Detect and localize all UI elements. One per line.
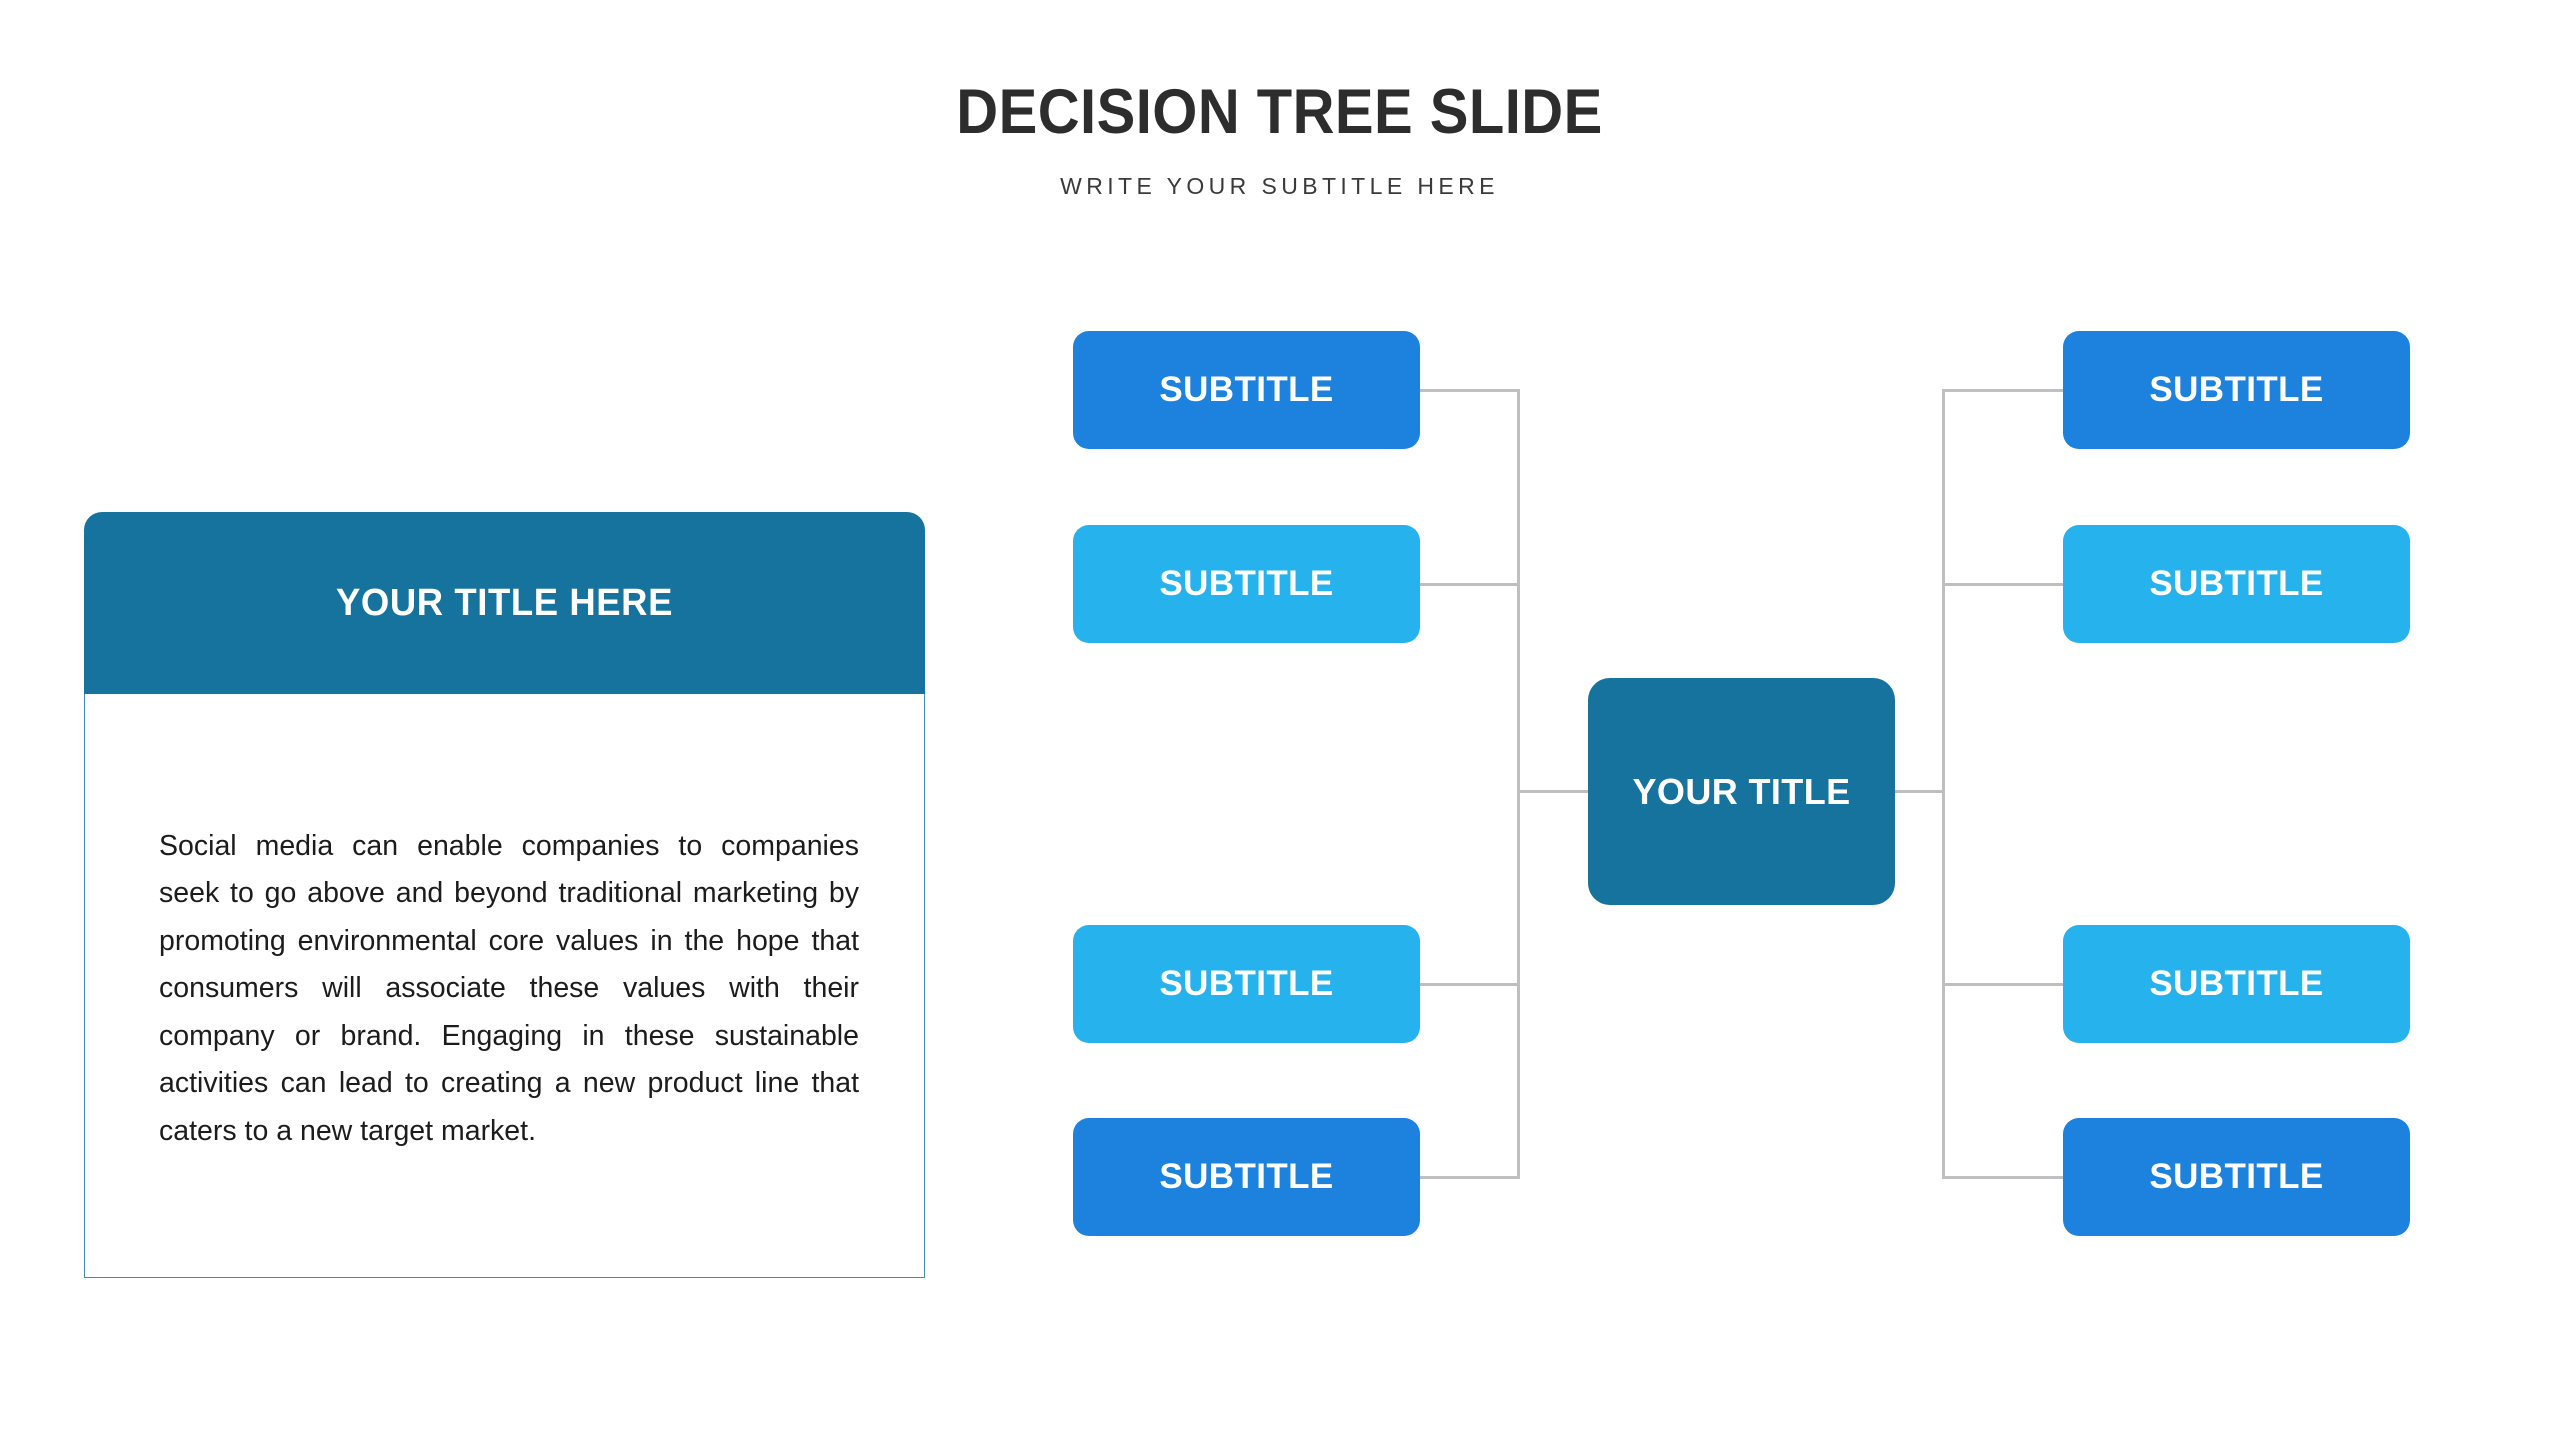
tree-node-right-3[interactable]: SUBTITLE bbox=[2063, 925, 2410, 1043]
tree-node-left-1-label: SUBTITLE bbox=[1159, 370, 1334, 409]
connector-left-row-3 bbox=[1420, 983, 1520, 986]
page-subtitle: WRITE YOUR SUBTITLE HERE bbox=[1060, 173, 1499, 199]
connector-left-row-4 bbox=[1420, 1176, 1520, 1179]
tree-node-right-1-label: SUBTITLE bbox=[2149, 370, 2324, 409]
connector-right-row-2 bbox=[1942, 583, 2063, 586]
info-card-header: YOUR TITLE HERE bbox=[84, 512, 925, 694]
connector-right-row-1 bbox=[1942, 389, 2063, 392]
tree-node-center-label: YOUR TITLE bbox=[1632, 770, 1851, 812]
tree-node-left-2-label: SUBTITLE bbox=[1159, 564, 1334, 603]
tree-node-right-4-label: SUBTITLE bbox=[2149, 1157, 2324, 1196]
tree-node-left-4-label: SUBTITLE bbox=[1159, 1157, 1334, 1196]
tree-node-left-2[interactable]: SUBTITLE bbox=[1073, 525, 1420, 643]
info-card: YOUR TITLE HERE Social media can enable … bbox=[84, 512, 925, 1278]
connector-left-row-2 bbox=[1420, 583, 1520, 586]
connector-left-row-1 bbox=[1420, 389, 1520, 392]
tree-node-left-3[interactable]: SUBTITLE bbox=[1073, 925, 1420, 1043]
tree-node-left-4[interactable]: SUBTITLE bbox=[1073, 1118, 1420, 1236]
connector-spine-left bbox=[1517, 390, 1520, 1178]
connector-spine-right bbox=[1942, 390, 1945, 1178]
tree-node-left-1[interactable]: SUBTITLE bbox=[1073, 331, 1420, 449]
connector-right-row-4 bbox=[1942, 1176, 2063, 1179]
tree-node-right-3-label: SUBTITLE bbox=[2149, 964, 2324, 1003]
tree-node-right-1[interactable]: SUBTITLE bbox=[2063, 331, 2410, 449]
connector-center-to-right bbox=[1895, 790, 1945, 793]
tree-node-right-2-label: SUBTITLE bbox=[2149, 564, 2324, 603]
tree-node-center[interactable]: YOUR TITLE bbox=[1588, 678, 1895, 905]
info-card-paragraph: Social media can enable companies to com… bbox=[159, 829, 859, 1147]
tree-node-right-4[interactable]: SUBTITLE bbox=[2063, 1118, 2410, 1236]
connector-right-row-3 bbox=[1942, 983, 2063, 986]
tree-node-right-2[interactable]: SUBTITLE bbox=[2063, 525, 2410, 643]
info-card-title: YOUR TITLE HERE bbox=[336, 581, 673, 624]
tree-node-left-3-label: SUBTITLE bbox=[1159, 964, 1334, 1003]
connector-left-to-center bbox=[1517, 790, 1588, 793]
page-title: DECISION TREE SLIDE bbox=[956, 77, 1603, 147]
info-card-body: Social media can enable companies to com… bbox=[84, 694, 925, 1278]
